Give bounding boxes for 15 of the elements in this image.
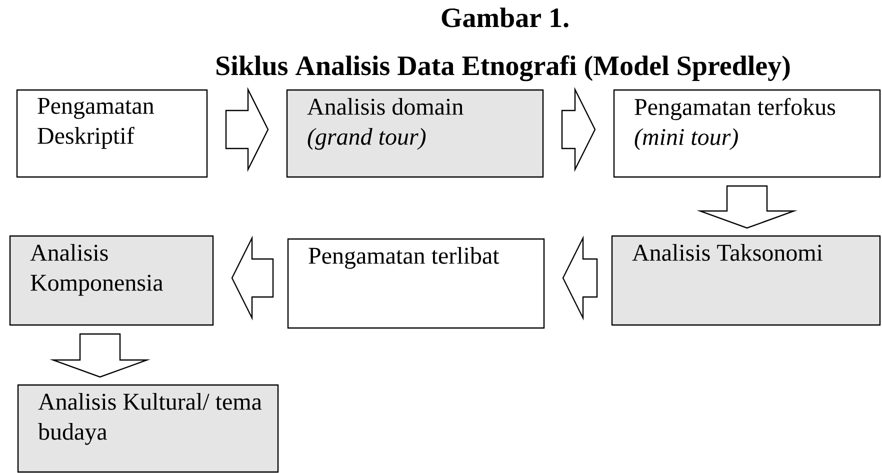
process-box: Pengamatan terfokus (mini tour) (613, 89, 881, 178)
figure-number: Gambar 1. (442, 8, 568, 28)
process-box: Analisis domain (grand tour) (286, 89, 544, 178)
block-arrow (561, 86, 596, 172)
process-box: Pengamatan terlibat (287, 238, 545, 329)
block-arrow (225, 86, 269, 172)
block-arrow (562, 235, 598, 321)
title: Siklus Analisis Data Etnografi (Model Spredley) (216, 55, 790, 82)
process-box: Analisis Taksonomi (611, 235, 881, 326)
block-arrow (231, 235, 274, 321)
block-arrow (696, 185, 798, 229)
process-box: Analisis Komponensia (9, 235, 214, 326)
process-box: Pengamatan Deskriptif (16, 89, 208, 178)
block-arrow (50, 333, 150, 378)
process-box: Analisis Kultural/ tema budaya (17, 384, 279, 473)
